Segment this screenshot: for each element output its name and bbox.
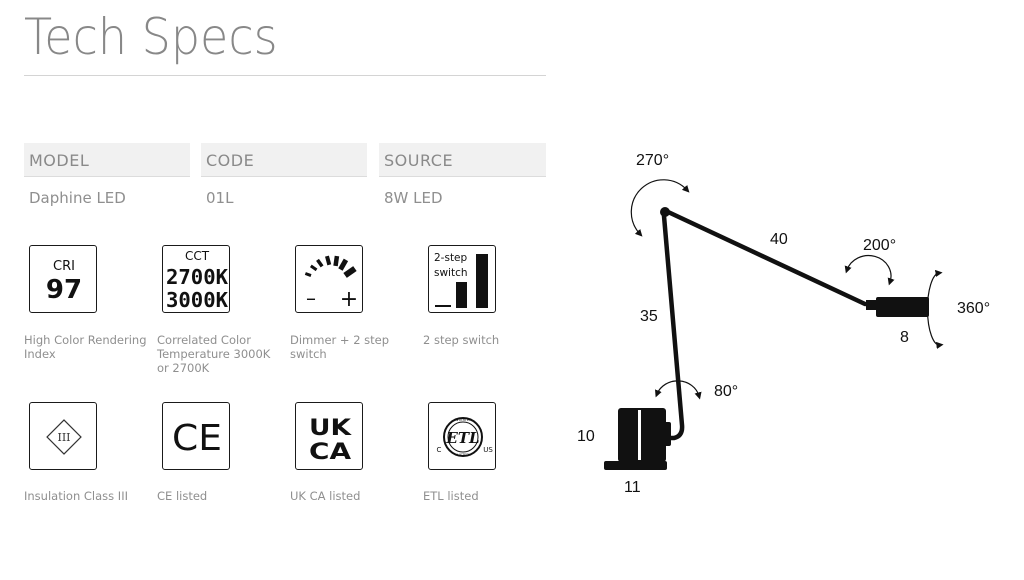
insulation-class-iii-icon: III	[29, 402, 97, 470]
etl-mark-icon: ETL C US INTERTEK LISTED	[428, 402, 496, 470]
dimension-base-height: 10	[577, 428, 595, 445]
etl-mark-intertek: INTERTEK	[455, 418, 473, 422]
cri-label: High Color Rendering Index	[24, 333, 147, 361]
insulation-class-label: Insulation Class III	[24, 489, 128, 503]
rotation-label-270: 270°	[636, 152, 669, 169]
cri-icon: CRI 97	[29, 245, 97, 313]
spec-value-source: 8W LED	[384, 189, 443, 207]
spec-header-source: SOURCE	[379, 143, 546, 177]
lamp-base	[604, 408, 671, 470]
ce-label: CE listed	[157, 489, 208, 503]
lamp-upper-arm	[663, 208, 868, 307]
dimension-lower-arm: 35	[640, 308, 658, 325]
ukca-mark-uk: UK	[309, 416, 352, 441]
two-step-switch-icon: 2-step switch	[428, 245, 496, 313]
rotation-arrow-80	[655, 380, 702, 400]
insulation-numeral: III	[57, 431, 70, 444]
etl-label: ETL listed	[423, 489, 479, 503]
rotation-label-360: 360°	[957, 300, 990, 317]
dimension-base-width: 11	[624, 479, 641, 496]
dimmer-icon: – +	[295, 245, 363, 313]
dimmer-plus: +	[340, 287, 358, 312]
ce-mark-text: CE	[172, 418, 222, 459]
rotation-label-200: 200°	[863, 237, 896, 254]
cct-icon-2700k: 2700K	[166, 265, 228, 289]
dimension-head: 8	[900, 329, 909, 346]
spec-value-code: 01L	[206, 189, 234, 207]
ukca-mark-ca: CA	[309, 440, 351, 465]
title-divider	[24, 75, 546, 76]
rotation-arrow-200	[844, 254, 895, 286]
lamp-lower-arm	[661, 213, 685, 441]
cri-icon-value: 97	[46, 275, 82, 305]
cct-label: Correlated Color Temperature 3000K or 27…	[157, 333, 271, 375]
cct-icon-3000k: 3000K	[166, 288, 228, 312]
cri-icon-label: CRI	[53, 259, 75, 274]
spec-header-code: CODE	[201, 143, 367, 177]
spec-value-model: Daphine LED	[29, 189, 126, 207]
etl-mark-text: ETL	[445, 429, 479, 447]
cct-icon: CCT 2700K 3000K	[162, 245, 230, 313]
spec-header-model: MODEL	[24, 143, 190, 177]
switch-icon-line2: switch	[434, 267, 468, 279]
etl-mark-us: US	[483, 446, 493, 454]
lamp-head	[866, 297, 929, 317]
dimension-upper-arm: 40	[770, 231, 788, 248]
etl-mark-c: C	[437, 446, 442, 454]
dimmer-label: Dimmer + 2 step switch	[290, 333, 390, 361]
page-title: Tech Specs	[24, 8, 278, 66]
switch-icon-line1: 2-step	[434, 252, 468, 264]
cct-icon-label: CCT	[185, 249, 210, 263]
ce-mark-icon: CE	[162, 402, 230, 470]
dimmer-minus: –	[306, 286, 316, 310]
lamp-top-pivot	[660, 207, 670, 217]
etl-mark-listed: LISTED	[457, 453, 470, 457]
ukca-mark-icon: UK CA	[295, 402, 363, 470]
rotation-arrow-270	[630, 179, 690, 237]
lamp-dimension-diagram: 270° 200° 360° 80° 40 35 8 10 11	[577, 152, 990, 496]
rotation-label-80: 80°	[714, 383, 738, 400]
rotation-arrow-360	[926, 269, 944, 350]
two-step-switch-label: 2 step switch	[423, 333, 500, 347]
ukca-label: UK CA listed	[290, 489, 361, 503]
